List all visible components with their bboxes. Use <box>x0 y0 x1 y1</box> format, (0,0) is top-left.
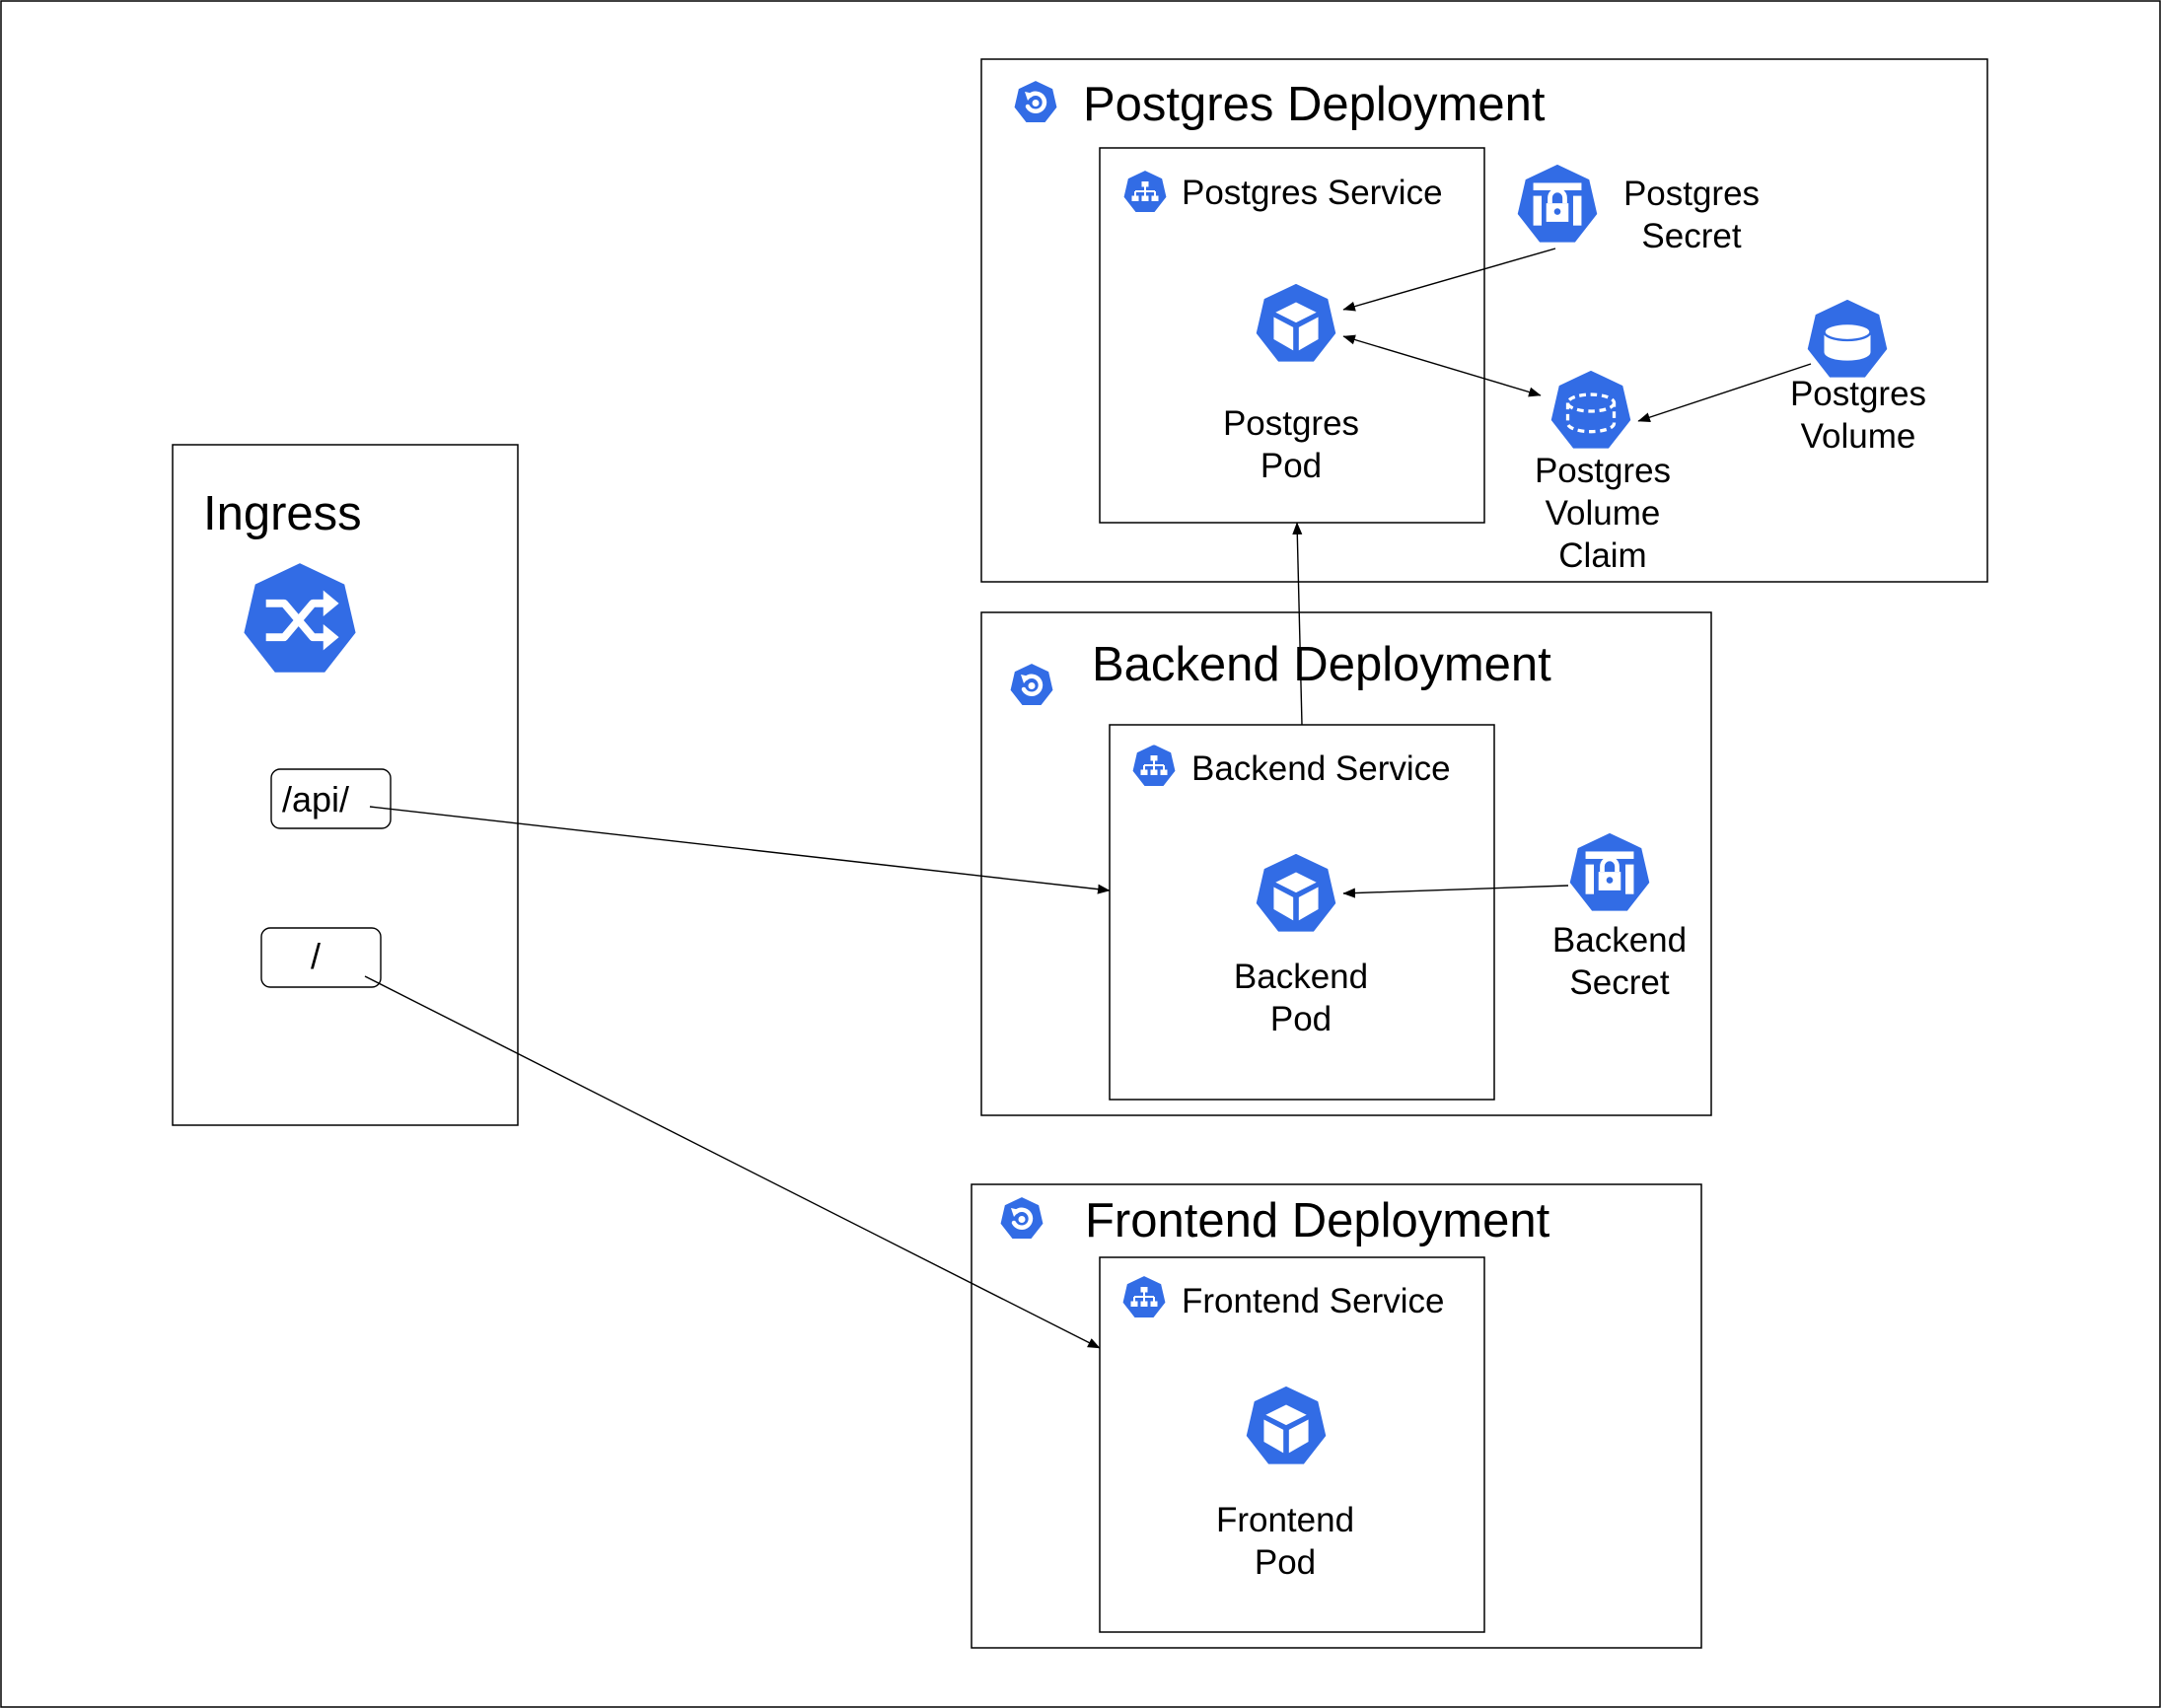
secret-icon <box>1568 831 1652 913</box>
deployment-icon <box>1014 80 1058 123</box>
deployment-icon <box>1010 663 1054 706</box>
edge-secret-to-postgres-pod <box>1342 248 1556 312</box>
edge-backend-service-to-postgres-service <box>1292 522 1303 726</box>
edge-api-route-to-backend-service <box>369 806 1111 894</box>
backend-deployment-title: Backend Deployment <box>1092 638 1551 691</box>
service-icon <box>1122 1275 1167 1318</box>
frontend-deployment: Frontend Deployment Frontend Service Fro… <box>971 1183 1702 1649</box>
ingress-title: Ingress <box>203 487 362 540</box>
edge-volume-to-volume-claim <box>1637 363 1812 423</box>
postgres-service-label: Postgres Service <box>1182 174 1443 212</box>
edge-backend-secret-to-backend-pod <box>1342 885 1569 898</box>
postgres-pod-label-1: Postgres <box>1223 404 1359 443</box>
ingress-box <box>172 444 519 1126</box>
route-api-box[interactable] <box>270 768 392 829</box>
backend-service-label: Backend Service <box>1191 749 1451 788</box>
backend-pod-label-2: Pod <box>1270 1000 1332 1038</box>
frontend-pod-label-2: Pod <box>1255 1543 1316 1582</box>
service-icon <box>1132 744 1177 787</box>
edge-root-route-to-frontend-service <box>364 975 1101 1349</box>
postgres-deployment-title: Postgres Deployment <box>1083 78 1546 131</box>
postgres-volume-label-2: Volume <box>1801 417 1916 456</box>
pod-icon <box>1255 852 1338 934</box>
postgres-secret-label-1: Postgres <box>1623 175 1760 213</box>
backend-pod-label-1: Backend <box>1234 958 1368 996</box>
postgres-volume-claim-label-1: Postgres <box>1535 452 1671 490</box>
postgres-volume-claim-label-2: Volume <box>1546 494 1661 533</box>
postgres-volume-label-1: Postgres <box>1790 375 1926 413</box>
secret-icon <box>1516 163 1600 245</box>
frontend-service-label: Frontend Service <box>1182 1282 1445 1320</box>
route-api-label: /api/ <box>282 779 349 819</box>
frontend-deployment-title: Frontend Deployment <box>1085 1194 1550 1247</box>
ingress-panel: Ingress /api/ / <box>172 444 519 1126</box>
postgres-pod-label-2: Pod <box>1261 447 1322 485</box>
backend-deployment: Backend Deployment Backend Service Backe… <box>980 611 1712 1116</box>
backend-secret-label-2: Secret <box>1569 963 1669 1002</box>
deployment-icon <box>1000 1196 1044 1240</box>
postgres-deployment: Postgres Deployment Postgres Service Pos… <box>980 58 1988 583</box>
edge-postgres-pod-volume-claim <box>1342 334 1542 397</box>
postgres-secret-label-2: Secret <box>1641 217 1741 255</box>
connectors <box>364 248 1812 1349</box>
route-root-label: / <box>311 936 321 976</box>
pod-icon <box>1245 1385 1329 1466</box>
postgres-volume-claim-label-3: Claim <box>1558 536 1646 575</box>
persistent-volume-claim-icon <box>1549 369 1633 451</box>
backend-secret-label-1: Backend <box>1552 921 1687 960</box>
persistent-volume-icon <box>1806 298 1890 380</box>
route-root-box[interactable] <box>260 927 382 988</box>
service-icon <box>1123 170 1168 213</box>
frontend-pod-label-1: Frontend <box>1216 1501 1354 1539</box>
pod-icon <box>1255 282 1338 364</box>
ingress-icon <box>242 560 359 675</box>
